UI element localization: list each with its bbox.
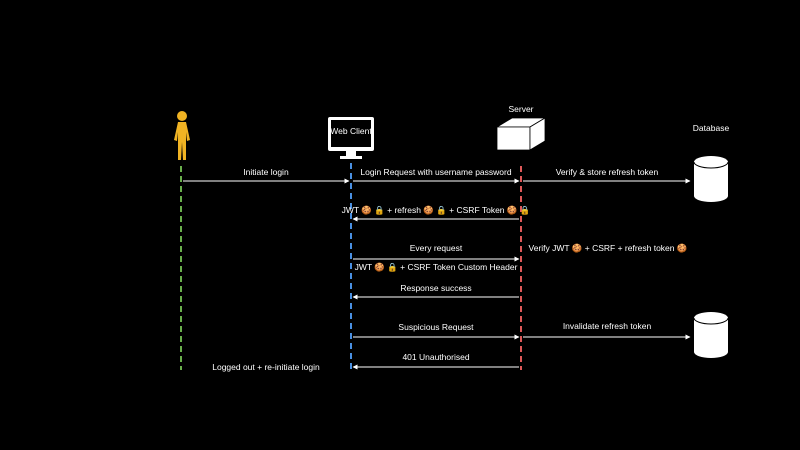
database-icon <box>693 156 729 202</box>
monitor-icon <box>328 117 374 159</box>
person-icon <box>174 111 190 160</box>
label-logged-out: Logged out + re-initiate login <box>212 362 320 372</box>
label-custom-header: JWT 🍪 🔒 + CSRF Token Custom Header <box>355 262 518 272</box>
label-login-request: Login Request with username password <box>360 167 511 177</box>
server-label: Server <box>508 104 533 114</box>
label-response-success: Response success <box>400 283 471 293</box>
client-label: Web Client <box>330 126 372 136</box>
server-box-icon <box>495 117 547 151</box>
label-suspicious-request: Suspicious Request <box>398 322 474 332</box>
label-unauthorised: 401 Unauthorised <box>402 352 469 362</box>
label-verify-store: Verify & store refresh token <box>556 167 659 177</box>
label-jwt-response: JWT 🍪 🔒 + refresh 🍪 🔒 + CSRF Token 🍪 🔒 <box>342 205 531 215</box>
database-icon <box>693 312 729 358</box>
label-verify-jwt: Verify JWT 🍪 + CSRF + refresh token 🍪 <box>529 243 688 253</box>
label-invalidate-token: Invalidate refresh token <box>563 321 652 331</box>
database-label: Database <box>693 123 730 133</box>
label-every-request: Every request <box>410 243 463 253</box>
label-initiate-login: Initiate login <box>243 167 289 177</box>
